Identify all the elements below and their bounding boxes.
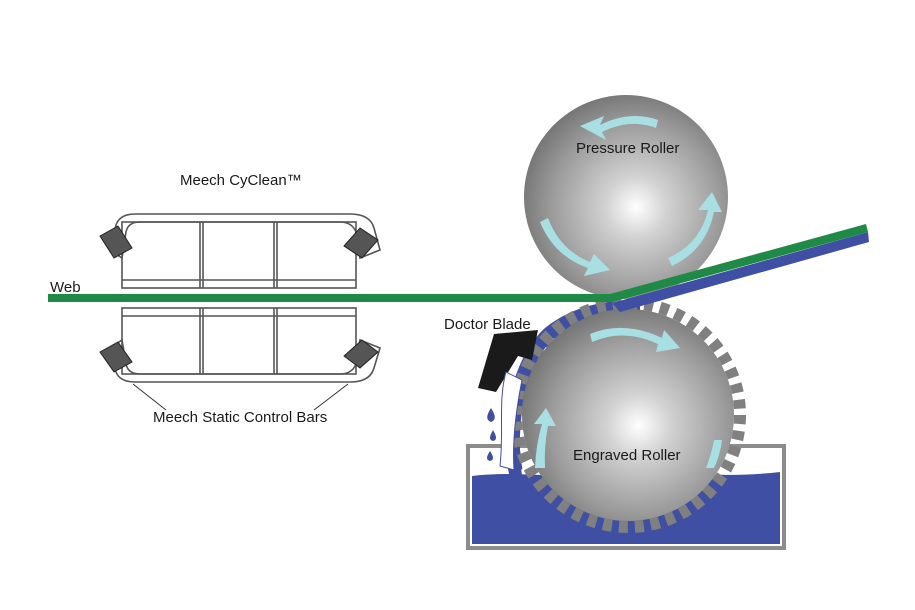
doctor-blade-label: Doctor Blade bbox=[444, 316, 531, 333]
engraved-roller-label: Engraved Roller bbox=[573, 447, 681, 464]
static-bars-leaders bbox=[132, 383, 349, 411]
static-bars-label: Meech Static Control Bars bbox=[153, 409, 328, 426]
ink-splash bbox=[499, 371, 523, 471]
cyclean-title: Meech CyClean™ bbox=[180, 172, 302, 189]
ionizer-upper-right bbox=[343, 227, 379, 259]
static-bar-lower bbox=[109, 307, 381, 383]
web-label: Web bbox=[50, 279, 81, 296]
doctor-blade bbox=[478, 330, 538, 392]
ink-drips bbox=[487, 408, 496, 461]
engraved-roller bbox=[510, 297, 746, 533]
web-printed-ink bbox=[612, 232, 869, 312]
ionizer-upper-left bbox=[99, 225, 133, 259]
engraved-rotation-arrows bbox=[534, 327, 722, 468]
pressure-rotation-arrows bbox=[540, 116, 722, 276]
web-line bbox=[48, 224, 868, 302]
pressure-roller-label: Pressure Roller bbox=[576, 140, 680, 157]
ionizer-lower-left bbox=[99, 341, 133, 373]
ink-film bbox=[505, 300, 640, 478]
pressure-roller bbox=[524, 95, 728, 299]
ionizer-lower-right bbox=[343, 339, 379, 369]
static-bar-upper bbox=[109, 213, 381, 289]
